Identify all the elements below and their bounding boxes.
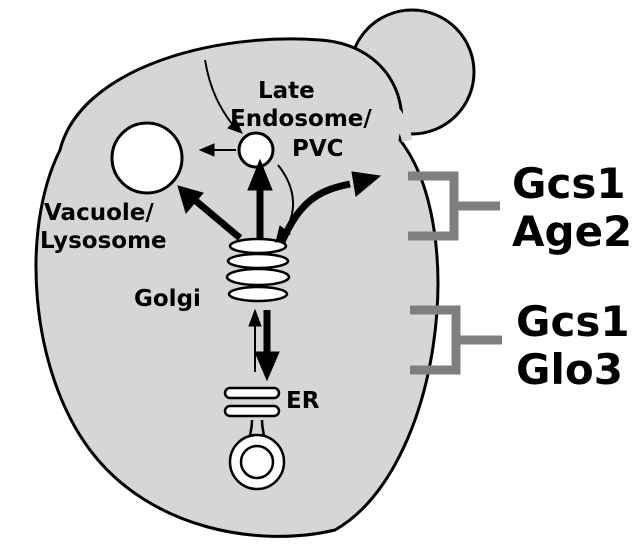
golgi-label: Golgi	[134, 286, 201, 312]
vacuole-label: Vacuole/ Lysosome	[40, 200, 167, 254]
group-upper-line-2: Age2	[512, 207, 632, 256]
thin-arrows	[198, 59, 295, 372]
svg-text:Lysosome: Lysosome	[40, 228, 167, 254]
bracket-lower	[410, 305, 502, 375]
bud-neck	[374, 92, 412, 142]
late-endosome-label: Late Endosome/ PVC	[230, 78, 372, 162]
late-endosome-circle	[237, 131, 275, 169]
svg-text:Vacuole/: Vacuole/	[44, 200, 154, 226]
er-label: ER	[286, 388, 320, 414]
arrow-golgi-to-er	[254, 351, 280, 382]
svg-text:Late: Late	[258, 78, 315, 104]
arrow-er-to-golgi	[248, 308, 262, 327]
group-upper-line-1: Gcs1	[512, 159, 626, 208]
bracket-upper	[408, 171, 500, 241]
arrow-endocytosis	[227, 119, 243, 134]
svg-text:Endosome/: Endosome/	[230, 106, 372, 132]
group-lower-proteins: Gcs1 Glo3	[516, 297, 630, 394]
er-structure	[223, 386, 286, 491]
arrow-endosome-to-golgi	[275, 225, 291, 244]
svg-text:PVC: PVC	[292, 136, 344, 162]
arrow-endosome-to-vacuole	[198, 143, 215, 157]
group-upper-proteins: Gcs1 Age2	[512, 159, 632, 256]
golgi-stack	[225, 237, 291, 303]
vacuole-circle	[110, 121, 184, 195]
arrow-golgi-to-plasma-membrane	[351, 171, 382, 197]
thick-arrows	[177, 158, 382, 382]
arrow-golgi-to-vacuole	[177, 185, 204, 215]
arrow-golgi-to-endosome	[247, 158, 273, 191]
group-lower-line-1: Gcs1	[516, 297, 630, 346]
group-lower-line-2: Glo3	[516, 345, 623, 394]
